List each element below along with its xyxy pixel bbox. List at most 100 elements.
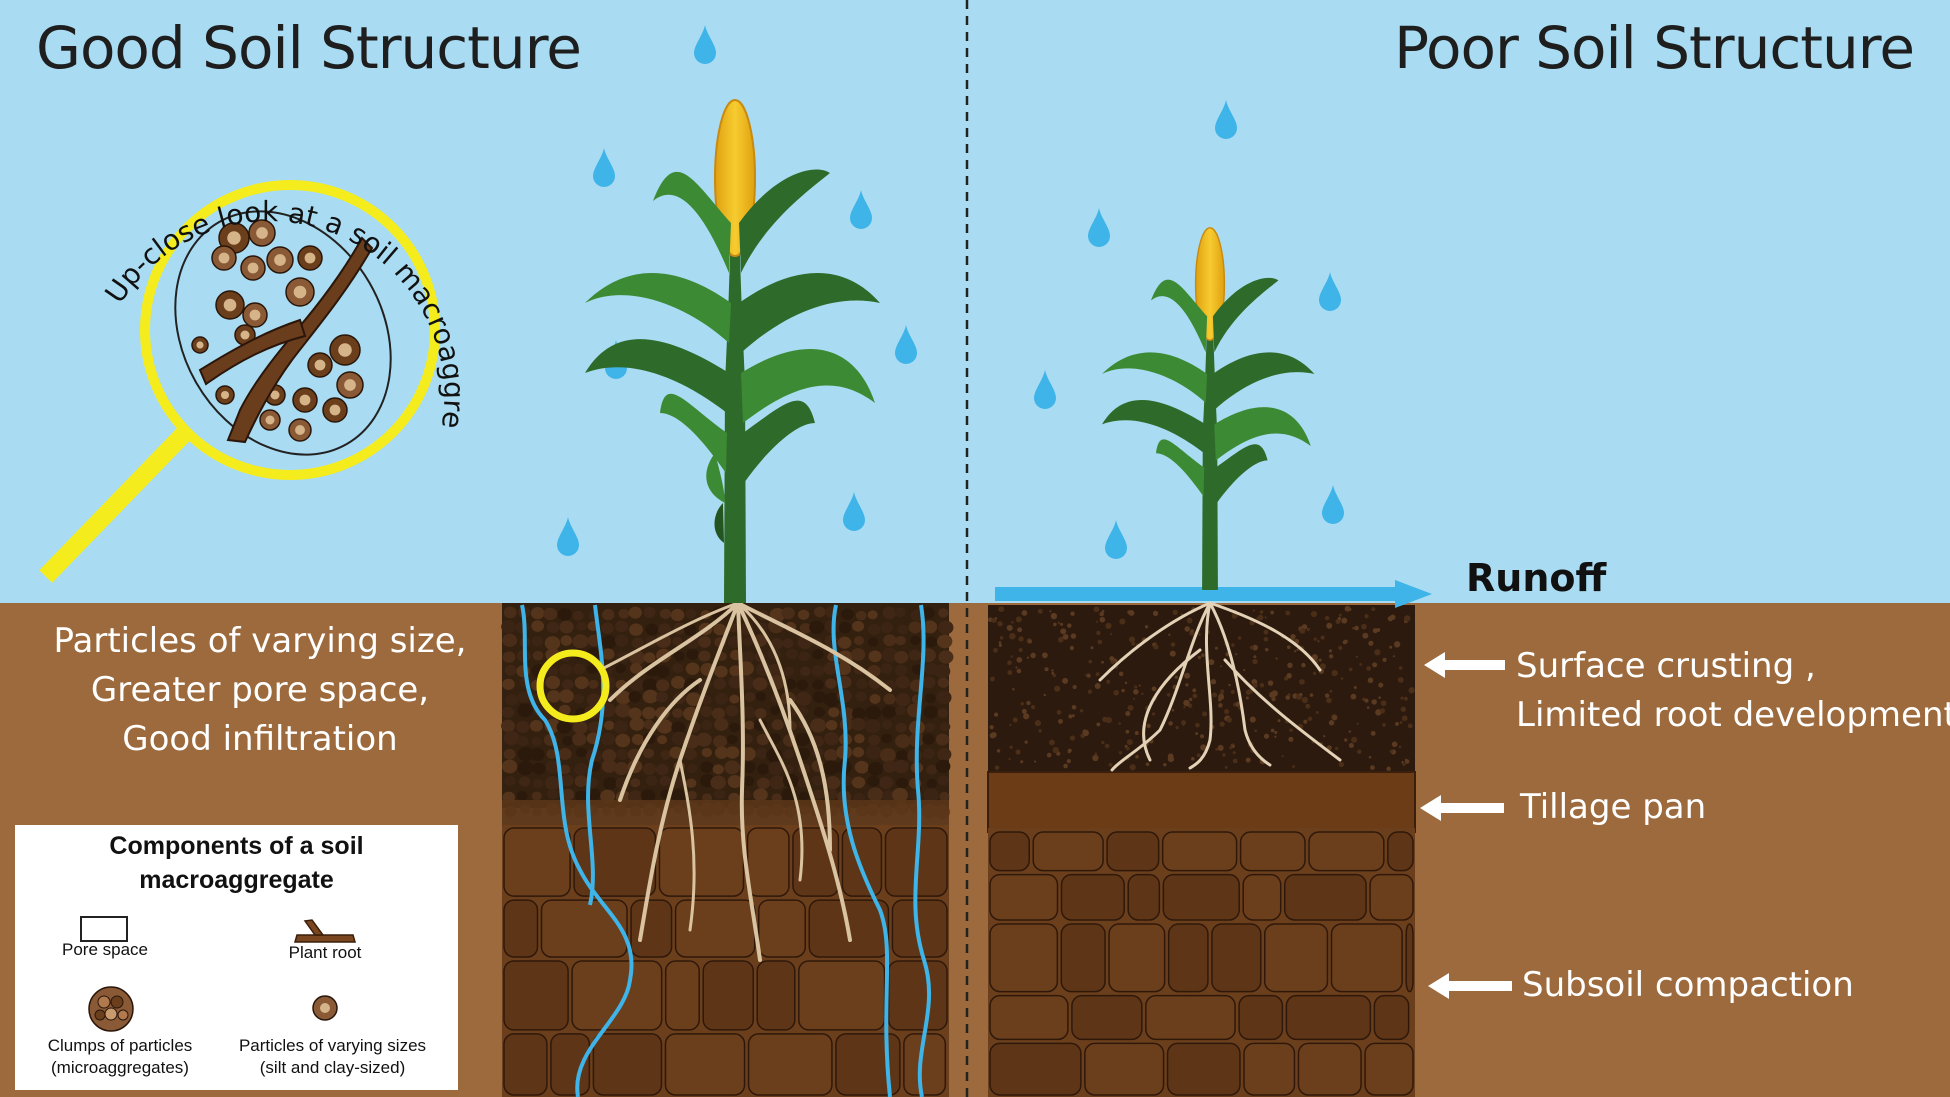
crust-speck (1044, 667, 1049, 672)
soil-granule (505, 693, 519, 706)
crust-speck (1328, 720, 1335, 726)
crust-speck (1041, 652, 1048, 659)
legend-label-pore-space: Pore space (35, 939, 175, 961)
soil-granule (501, 706, 515, 718)
crust-speck (1366, 666, 1372, 671)
soil-granule (517, 703, 533, 718)
soil-granule (883, 634, 897, 647)
crust-speck (1175, 725, 1179, 730)
soil-granule (643, 606, 656, 618)
water-channel (831, 604, 892, 1097)
soil-granule (753, 788, 768, 802)
soil-granule (907, 748, 923, 763)
crust-speck (993, 712, 999, 717)
subsoil-block (1071, 994, 1143, 1041)
crust-speck (989, 676, 995, 682)
label-line: Surface crusting , (1516, 646, 1816, 686)
soil-granule (671, 789, 687, 803)
soil-granule (895, 675, 910, 689)
crust-speck (1070, 611, 1075, 616)
soil-granule (710, 775, 726, 790)
crust-speck (1303, 719, 1308, 724)
soil-granule (645, 775, 658, 786)
subsoil-block (1167, 923, 1209, 993)
crust-speck (1285, 695, 1291, 700)
tillage-pan-label: Tillage pan (1520, 783, 1706, 832)
soil-granule (655, 763, 669, 776)
crust-speck (1030, 652, 1036, 659)
crust-speck (1319, 663, 1327, 670)
soil-granule (556, 720, 572, 734)
crust-speck (1190, 629, 1194, 633)
soil-granule (926, 778, 938, 789)
soil-granule (881, 719, 892, 730)
crust-speck (1398, 745, 1402, 749)
crust-speck (1052, 673, 1057, 678)
soil-granule (850, 648, 866, 661)
soil-granule (516, 720, 530, 733)
soil-granule (926, 764, 938, 775)
subsoil-block (989, 831, 1030, 872)
legend-line: Particles of varying sizes (238, 1036, 427, 1055)
crust-speck (1401, 761, 1404, 764)
crust-speck (1270, 610, 1275, 615)
soil-granule (937, 677, 950, 688)
crust-speck (1271, 696, 1276, 702)
crust-speck (993, 647, 998, 653)
crust-speck (1049, 610, 1052, 613)
crust-speck (1332, 715, 1338, 721)
crust-speck (1163, 763, 1167, 767)
crust-speck (1125, 711, 1131, 717)
soil-granule (828, 707, 840, 718)
soil-granule (671, 731, 687, 746)
soil-granule (656, 679, 670, 692)
crust-speck (1192, 688, 1197, 693)
crust-speck (1407, 723, 1413, 729)
subsoil-block (989, 1042, 1082, 1096)
soil-granule (796, 679, 809, 691)
soil-granule (643, 719, 655, 730)
soil-granule (713, 735, 727, 748)
macro-particle-core (270, 390, 280, 400)
crust-speck (1106, 679, 1111, 684)
soil-granule (531, 636, 544, 647)
soil-granule (812, 691, 826, 703)
crust-speck (1299, 628, 1306, 634)
subsoil-block (1330, 923, 1403, 993)
crust-speck (1188, 697, 1193, 702)
soil-granule (740, 651, 755, 664)
soil-granule (823, 662, 838, 676)
soil-granule (562, 735, 574, 746)
good-subsoil-blocks (503, 827, 948, 1096)
soil-granule (713, 678, 727, 690)
soil-granule (560, 774, 574, 787)
soil-granule (504, 664, 517, 676)
soil-granule (755, 747, 769, 760)
crust-speck (1382, 657, 1387, 662)
crust-speck (1232, 758, 1238, 764)
soil-granule (502, 759, 518, 774)
crust-speck (1031, 705, 1036, 710)
crust-speck (1232, 751, 1236, 755)
soil-granule (529, 720, 543, 732)
crust-speck (1082, 729, 1089, 737)
soil-granule (782, 638, 794, 649)
crust-speck (1391, 741, 1398, 748)
soil-granule (937, 708, 949, 719)
crust-speck (1052, 747, 1059, 754)
soil-granule (601, 622, 614, 634)
legend-line: (microaggregates) (51, 1058, 189, 1077)
crust-speck (1395, 722, 1399, 726)
soil-granule (640, 789, 656, 803)
soil-granule (615, 690, 631, 705)
crust-speck (1068, 714, 1073, 719)
short-corn-plant (1102, 227, 1315, 590)
soil-granule (880, 748, 896, 763)
crust-speck (1231, 744, 1235, 749)
soil-granule (574, 762, 589, 776)
soil-granule (838, 621, 852, 634)
subsoil-block (1364, 1042, 1414, 1096)
soil-granule (811, 775, 824, 786)
crust-speck (1184, 626, 1190, 632)
crust-speck (1267, 680, 1274, 686)
